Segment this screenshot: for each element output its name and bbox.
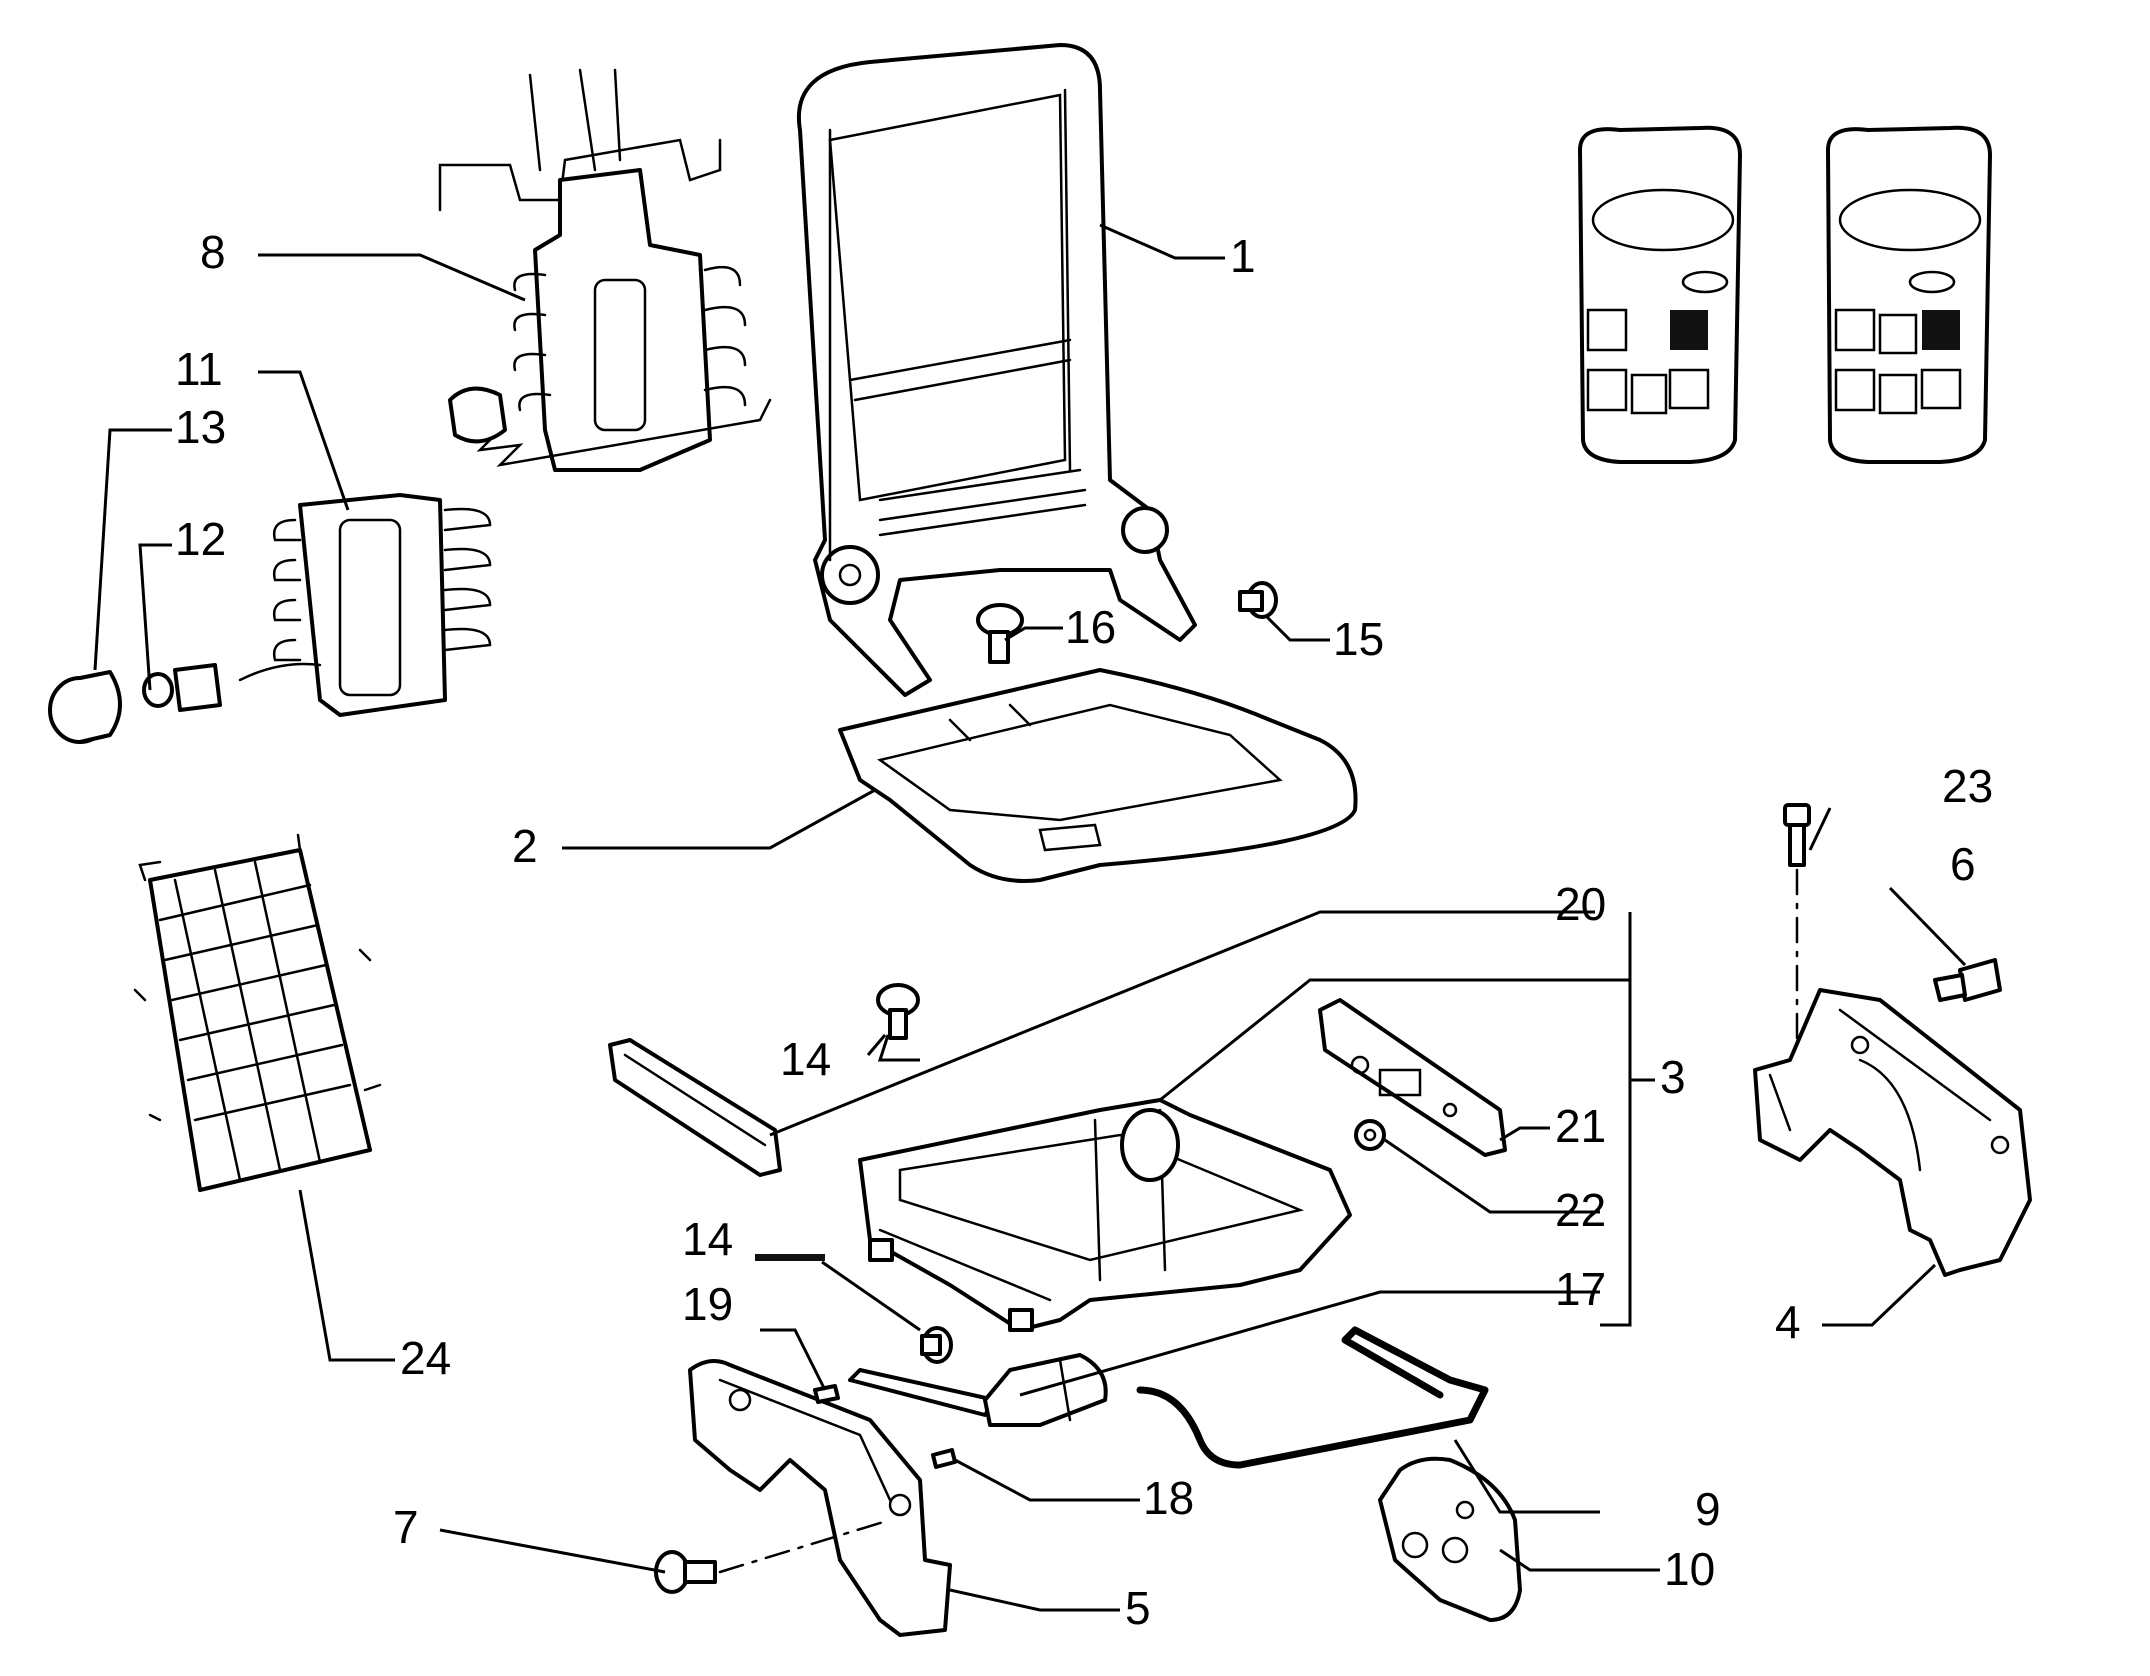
callout-11: 11 bbox=[175, 343, 223, 395]
callout-21: 21 bbox=[1555, 1100, 1606, 1152]
callout-3: 3 bbox=[1660, 1051, 1686, 1103]
callout-4: 4 bbox=[1775, 1296, 1801, 1348]
callout-20: 20 bbox=[1555, 878, 1606, 930]
part-12-adjuster bbox=[142, 663, 222, 712]
callout-10: 10 bbox=[1664, 1543, 1715, 1595]
callout-12: 12 bbox=[175, 513, 226, 565]
callout-19: 19 bbox=[682, 1278, 733, 1330]
part-15-screw bbox=[1238, 581, 1278, 619]
part-19-pin bbox=[813, 1384, 840, 1404]
remote-left bbox=[1578, 125, 1742, 464]
leader-lines bbox=[93, 223, 1967, 1612]
callout-1: 1 bbox=[1230, 230, 1256, 282]
callout-24: 24 bbox=[400, 1332, 451, 1384]
callout-14-upper: 14 bbox=[780, 1033, 831, 1085]
part-7-bolt bbox=[654, 1518, 892, 1594]
part-22-nut bbox=[1354, 1119, 1386, 1151]
part-16-screw bbox=[976, 603, 1024, 664]
callout-22: 22 bbox=[1555, 1184, 1606, 1236]
callout-6: 6 bbox=[1950, 838, 1976, 890]
part-14-screw-upper bbox=[876, 983, 920, 1040]
part-9-cable-rod bbox=[1136, 1326, 1489, 1469]
part-8-lumbar-wire-support bbox=[438, 68, 772, 472]
part-11-lumbar-pad bbox=[238, 493, 492, 717]
callout-5: 5 bbox=[1125, 1582, 1151, 1634]
part-20-slide-rail bbox=[608, 1038, 782, 1177]
callout-labels: 1 8 11 13 12 16 15 2 23 6 20 14 3 21 22 … bbox=[175, 226, 1993, 1634]
callout-14-lower: 14 bbox=[682, 1213, 733, 1265]
callout-2: 2 bbox=[512, 820, 538, 872]
callout-18: 18 bbox=[1143, 1472, 1194, 1524]
part-10-foam-pad bbox=[1378, 1456, 1522, 1622]
callout-23: 23 bbox=[1942, 760, 1993, 812]
part-17-motor bbox=[848, 1353, 1108, 1427]
part-18-pin bbox=[931, 1448, 957, 1469]
callout-7: 7 bbox=[393, 1501, 419, 1553]
part-4-right-side-cover bbox=[1753, 988, 2032, 1277]
part-14-screw-lower bbox=[920, 1326, 953, 1364]
part-13-knob bbox=[48, 670, 122, 744]
callout-15: 15 bbox=[1333, 613, 1384, 665]
part-14-marker-bar bbox=[755, 1254, 825, 1261]
part-5-left-side-cover bbox=[688, 1359, 952, 1637]
part-24-seat-cushion-grid bbox=[133, 833, 382, 1192]
callout-16: 16 bbox=[1065, 601, 1116, 653]
callout-17: 17 bbox=[1555, 1263, 1606, 1315]
part-1-seat-back-frame bbox=[796, 43, 1197, 697]
remote-right bbox=[1826, 125, 1992, 464]
callout-9: 9 bbox=[1695, 1483, 1721, 1535]
part-2-seat-pan bbox=[838, 668, 1358, 883]
part-6-screw bbox=[1933, 958, 2002, 1002]
callout-8: 8 bbox=[200, 226, 226, 278]
part-3-seat-base-frame bbox=[858, 1098, 1352, 1332]
part-21-switch-module bbox=[1318, 998, 1507, 1157]
callout-13: 13 bbox=[175, 401, 226, 453]
